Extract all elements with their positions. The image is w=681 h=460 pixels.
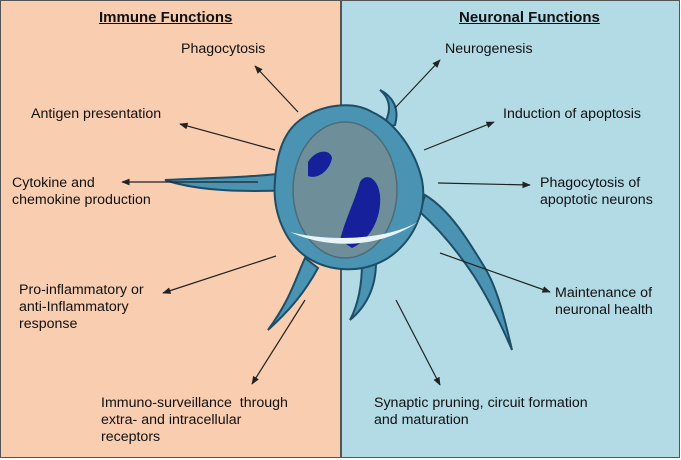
label-synaptic-pruning: Synaptic pruning, circuit formation and … [374, 395, 588, 428]
cell-process-top-right [377, 89, 398, 133]
arrows [121, 59, 551, 386]
cell-process-bottom [349, 261, 378, 321]
arrow-phagocytosis [254, 65, 299, 113]
label-phagocytosis: Phagocytosis [181, 41, 266, 57]
cell-process-right [418, 193, 513, 351]
label-maintenance-health: Maintenance of neuronal health [555, 285, 653, 318]
arrow-immuno-surveillance [251, 299, 306, 385]
arrow-pro-inflammatory [162, 255, 277, 294]
arrow-synaptic-pruning [395, 299, 441, 386]
microglia-cell [164, 89, 513, 351]
label-immuno-surveillance: Immuno-surveillance through extra- and i… [101, 395, 288, 445]
label-antigen-presentation: Antigen presentation [31, 106, 162, 122]
label-neurogenesis: Neurogenesis [445, 41, 533, 57]
nucleus-core-large [340, 177, 381, 248]
label-induction-apoptosis: Induction of apoptosis [503, 106, 642, 122]
label-phagocytosis-neurons: Phagocytosis of apoptotic neurons [540, 175, 653, 208]
label-cytokine-chemokine: Cytokine and chemokine production [12, 175, 151, 208]
cell-highlight [290, 222, 418, 244]
arrow-maintenance [439, 252, 551, 293]
immune-heading: Immune Functions [99, 9, 233, 26]
cell-process-bottom-left [267, 256, 320, 331]
nucleus-core-small [308, 151, 332, 177]
arrow-neurogenesis [394, 59, 441, 109]
arrow-phagocytosis-neurons [437, 181, 531, 189]
neuronal-heading: Neuronal Functions [459, 9, 600, 26]
arrow-antigen-presentation [179, 122, 276, 151]
arrow-apoptosis [423, 121, 495, 151]
label-pro-anti-inflammatory: Pro-inflammatory or anti-Inflammatory re… [19, 282, 144, 332]
